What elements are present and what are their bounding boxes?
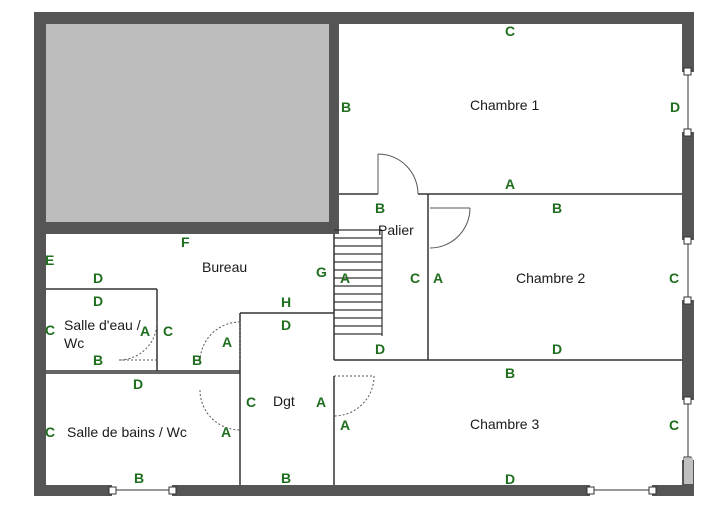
door-swings bbox=[118, 153, 471, 431]
wall-letter: C bbox=[246, 394, 257, 410]
wall-letter: H bbox=[281, 294, 292, 310]
wall-letter: B bbox=[552, 200, 563, 216]
room-label-chambre-3: Chambre 3 bbox=[470, 416, 540, 432]
wall-letter: B bbox=[192, 352, 203, 368]
wall-letter: A bbox=[505, 176, 516, 192]
wall-outer-bottom bbox=[34, 485, 694, 496]
wall-letter: D bbox=[505, 471, 516, 487]
wall-letter: D bbox=[670, 99, 681, 115]
wall-letter: G bbox=[316, 264, 327, 280]
wall-letter: D bbox=[93, 293, 104, 309]
wall-letter: B bbox=[341, 99, 352, 115]
wall-letter: A bbox=[340, 270, 351, 286]
wall-letter: D bbox=[133, 376, 144, 392]
wall-outer-top bbox=[34, 12, 694, 24]
wall-letter: B bbox=[93, 352, 104, 368]
wall-letter: C bbox=[163, 323, 174, 339]
wall-letter: A bbox=[433, 270, 444, 286]
room-label-chambre-1: Chambre 1 bbox=[470, 97, 540, 113]
wall-letter: C bbox=[410, 270, 421, 286]
wall-letter: D bbox=[281, 317, 292, 333]
wall-outer-left bbox=[34, 12, 46, 496]
wall-letter: B bbox=[281, 470, 292, 486]
wall-letter: C bbox=[45, 322, 56, 338]
staircase bbox=[334, 229, 383, 336]
wall-letter: D bbox=[93, 270, 104, 286]
wall-letter: A bbox=[221, 424, 232, 440]
room-label-palier: Palier bbox=[378, 222, 414, 238]
wall-letter: C bbox=[669, 417, 680, 433]
wall-letter: E bbox=[45, 252, 55, 268]
wall-letter: D bbox=[375, 341, 386, 357]
wall-letter: D bbox=[552, 341, 563, 357]
wall-letter: C bbox=[669, 270, 680, 286]
wall-letter: B bbox=[505, 365, 516, 381]
room-label-chambre-2: Chambre 2 bbox=[516, 270, 586, 286]
wall-letter: B bbox=[375, 200, 386, 216]
room-label-salle-eau: Salle d'eau / Wc bbox=[64, 317, 141, 351]
room-label-dgt: Dgt bbox=[273, 393, 295, 409]
room-label-bureau: Bureau bbox=[202, 259, 248, 275]
wall-letter: F bbox=[181, 234, 190, 250]
wall-letter: A bbox=[140, 323, 151, 339]
wall-letter: A bbox=[340, 417, 351, 433]
room-label-salle-bains: Salle de bains / Wc bbox=[67, 424, 187, 440]
wall-letter: B bbox=[134, 470, 145, 486]
wall-letter: C bbox=[45, 424, 56, 440]
wall-letter: A bbox=[316, 394, 327, 410]
wall-letter: A bbox=[222, 334, 233, 350]
wall-letter: C bbox=[505, 23, 516, 39]
void-area bbox=[46, 24, 329, 222]
interior-walls bbox=[46, 193, 682, 485]
